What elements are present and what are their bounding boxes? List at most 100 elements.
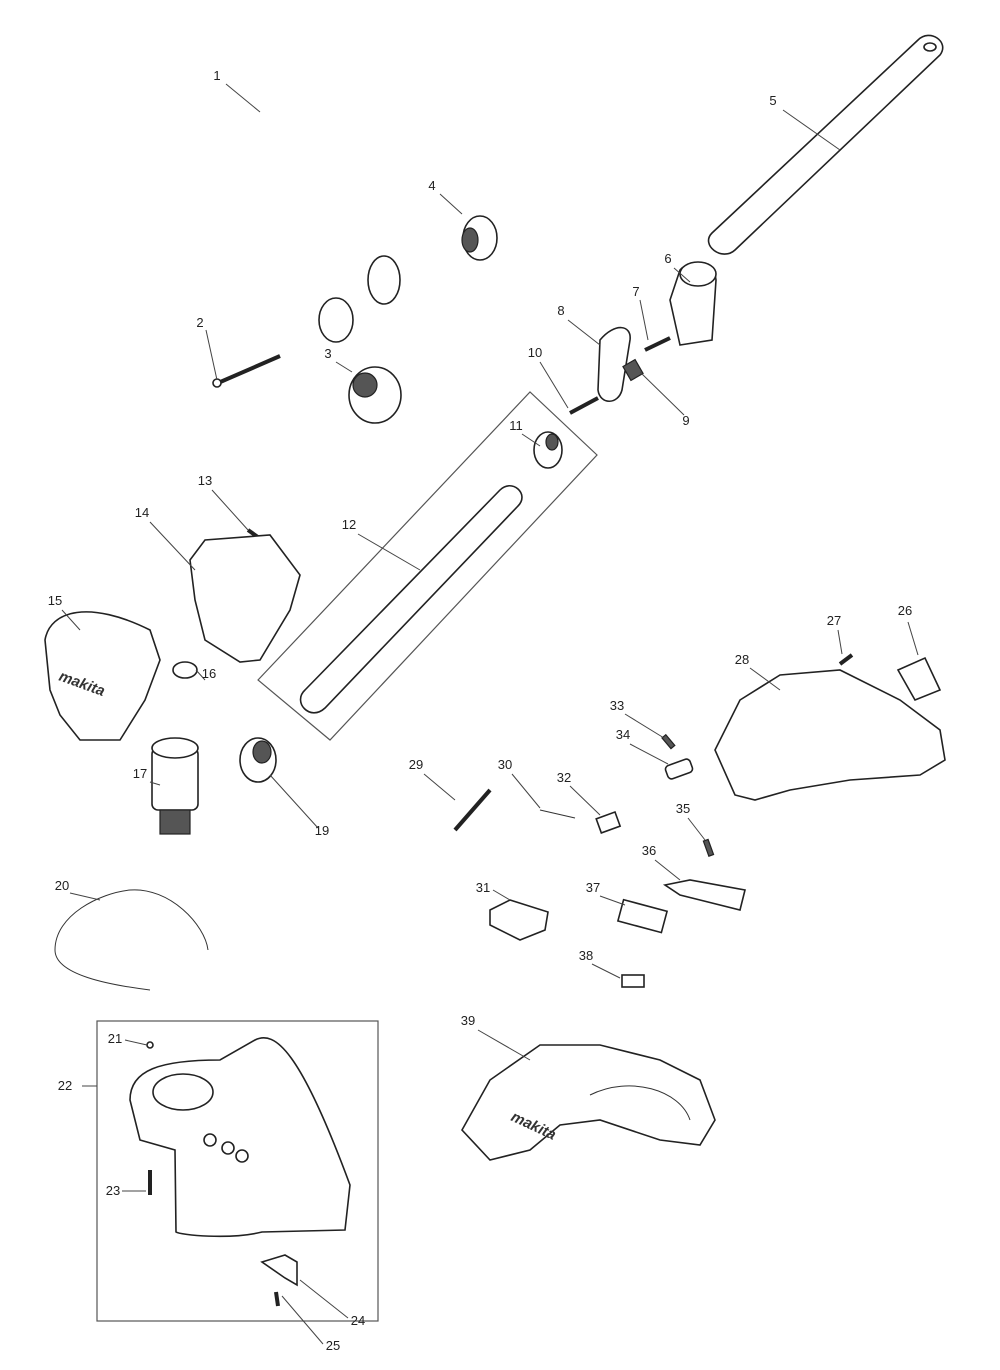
leader-line-19	[269, 774, 319, 829]
part-number-label: 35	[676, 801, 690, 816]
part-number-label: 37	[586, 880, 600, 895]
part-number-label: 22	[58, 1078, 72, 1093]
part-knob	[461, 215, 498, 261]
leader-line-20	[69, 892, 101, 901]
leader-line-10	[539, 361, 569, 409]
part-number-label: 36	[642, 843, 656, 858]
part-bolt	[212, 354, 281, 388]
part-number-label: 32	[557, 770, 571, 785]
part-number-label: 11	[509, 418, 523, 433]
part-number-label: 31	[476, 880, 490, 895]
part-number-label: 9	[682, 413, 689, 428]
part-screw	[569, 396, 599, 415]
part-number-label: 27	[827, 613, 841, 628]
part-number-label: 4	[428, 178, 435, 193]
leader-line-30	[511, 773, 541, 809]
leader-line-14	[149, 521, 196, 571]
leader-line-6	[673, 267, 691, 283]
part-spring	[622, 358, 644, 382]
part-bearing-holder	[239, 737, 277, 783]
part-collar	[669, 261, 717, 346]
part-circuit-board	[616, 898, 669, 934]
part-number-label: 29	[409, 757, 423, 772]
part-o-ring	[146, 1041, 154, 1049]
part-number-label: 25	[326, 1338, 340, 1353]
part-screw	[644, 336, 671, 352]
part-number-label: 28	[735, 652, 749, 667]
part-number-label: 38	[579, 948, 593, 963]
part-tag	[621, 974, 645, 988]
part-lever	[597, 326, 631, 403]
part-number-label: 8	[557, 303, 564, 318]
part-guard	[129, 1037, 351, 1238]
leader-line-33	[624, 713, 665, 739]
part-wire	[54, 889, 209, 991]
part-trigger	[662, 879, 746, 911]
leader-line-13	[211, 489, 249, 531]
part-spring	[702, 838, 715, 857]
leader-line-24	[299, 1279, 349, 1319]
part-joint	[533, 431, 563, 469]
part-motor-housing	[189, 534, 301, 663]
part-number-label: 23	[106, 1183, 120, 1198]
part-label-plate	[896, 656, 942, 702]
part-switch	[595, 810, 622, 834]
leader-line-32	[569, 785, 601, 816]
part-number-label: 7	[632, 284, 639, 299]
leader-line-1	[225, 83, 261, 113]
part-lower-shaft	[299, 484, 523, 714]
part-number-label: 19	[315, 823, 329, 838]
part-pin	[453, 788, 492, 832]
part-housing-half	[714, 669, 946, 801]
part-number-label: 13	[198, 473, 212, 488]
leader-line-39	[477, 1029, 531, 1061]
part-number-label: 39	[461, 1013, 475, 1028]
group-box-guard	[96, 1020, 379, 1322]
part-number-label: 2	[196, 315, 203, 330]
part-screw	[838, 653, 854, 666]
leader-line-37	[599, 895, 626, 906]
part-number-label: 30	[498, 757, 512, 772]
leader-line-26	[907, 621, 919, 656]
leader-line-8	[567, 319, 601, 346]
part-number-label: 33	[610, 698, 624, 713]
part-clamp	[348, 366, 402, 424]
part-number-label: 14	[135, 505, 149, 520]
part-number-label: 15	[48, 593, 62, 608]
leader-line-11	[521, 433, 541, 447]
leader-line-12	[357, 533, 421, 571]
leader-line-38	[591, 963, 621, 979]
leader-line-34	[629, 743, 669, 765]
part-number-label: 21	[108, 1031, 122, 1046]
part-number-label: 5	[769, 93, 776, 108]
leader-line-17	[149, 781, 161, 786]
part-number-label: 20	[55, 878, 69, 893]
part-motor-cover: makita	[44, 611, 161, 741]
part-number-label: 34	[616, 727, 630, 742]
part-lock-button	[664, 758, 694, 780]
part-number-label: 12	[342, 517, 356, 532]
leader-line-21	[124, 1039, 148, 1046]
part-cap	[172, 661, 198, 679]
part-lead-wire	[539, 809, 576, 819]
leader-line-29	[423, 773, 456, 801]
group-box-shaft	[257, 391, 598, 741]
part-spring	[661, 733, 676, 750]
leader-line-7	[639, 299, 649, 341]
leader-line-2	[205, 329, 218, 381]
leader-line-3	[335, 361, 353, 373]
part-handle-loop	[206, 86, 410, 343]
part-number-label: 6	[664, 251, 671, 266]
leader-line-28	[749, 667, 781, 691]
part-upper-pipe	[707, 34, 944, 255]
leader-line-15	[61, 609, 81, 631]
leader-line-4	[439, 193, 463, 215]
leader-line-25	[281, 1295, 324, 1345]
part-housing-cover: makita	[461, 1044, 716, 1161]
leader-line-35	[687, 817, 706, 841]
part-number-label: 10	[528, 345, 542, 360]
leader-line-5	[782, 109, 841, 151]
leader-line-36	[654, 859, 681, 881]
